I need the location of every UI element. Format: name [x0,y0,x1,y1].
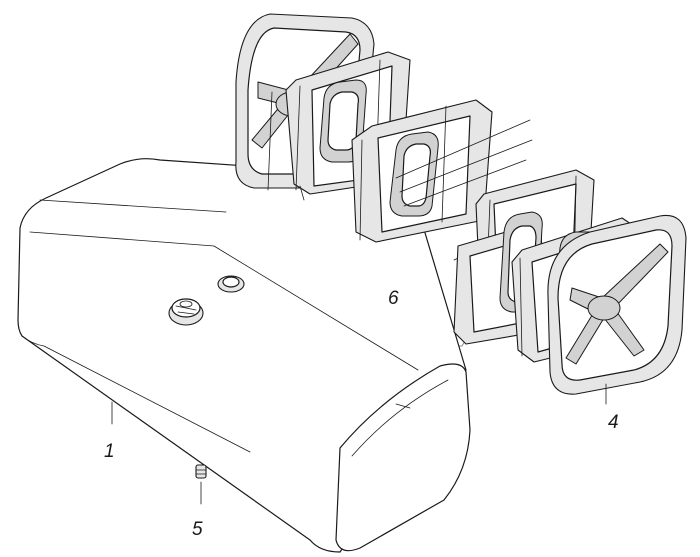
callout-6: 6 [388,288,399,309]
fuel-level-sensor-port-icon [217,275,245,293]
callout-1: 1 [104,441,115,462]
callout-4: 4 [608,412,619,433]
fuel-tank-body [17,158,471,553]
filler-cap-icon [168,298,204,326]
right-end-plate-assembly [453,169,687,405]
left-end-plate-assembly [235,13,561,261]
drain-plug [195,464,207,505]
callout-5: 5 [192,519,203,540]
